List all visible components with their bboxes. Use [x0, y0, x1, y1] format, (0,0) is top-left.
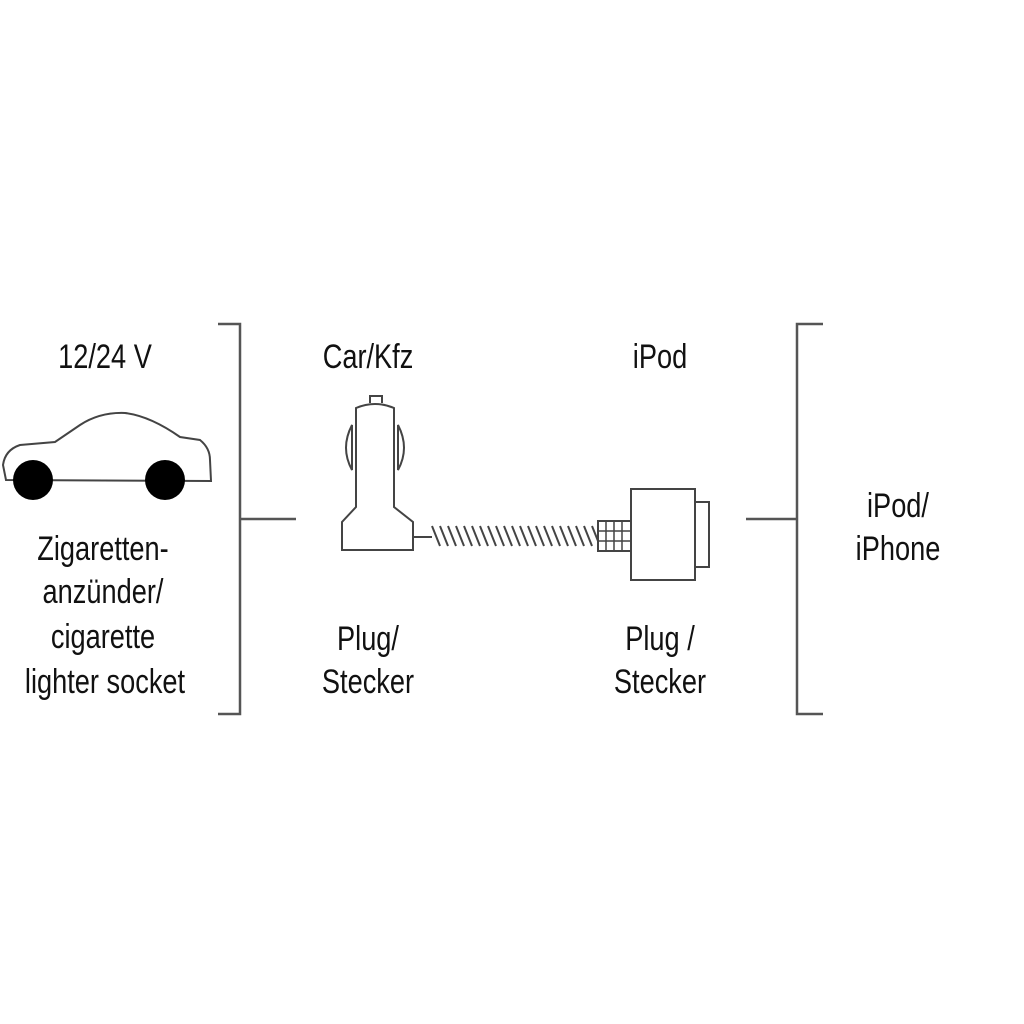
- coil-loop: [471, 525, 481, 547]
- coil-loop: [511, 525, 521, 547]
- socket-label-line: anzünder/: [43, 572, 164, 611]
- ipod-connector-icon: [597, 488, 710, 581]
- coil-loop: [455, 525, 465, 547]
- ipod-plug-label: Stecker: [614, 662, 706, 701]
- socket-label-line: lighter socket: [25, 662, 186, 701]
- coil-loop: [487, 525, 497, 547]
- coil-loop: [463, 525, 473, 547]
- car-plug-label: Stecker: [322, 662, 414, 701]
- coil-loop: [551, 525, 561, 547]
- socket-label-line: Zigaretten-: [37, 529, 168, 568]
- voltage-label: 12/24 V: [58, 337, 152, 376]
- car-plug-title: Car/Kfz: [323, 337, 414, 376]
- ipod-plug-title: iPod: [633, 337, 687, 376]
- device-label: iPhone: [856, 529, 941, 568]
- coil-loop: [575, 525, 585, 547]
- coil-loop: [543, 525, 553, 547]
- coil-loop: [527, 525, 537, 547]
- coiled-cable: [431, 525, 601, 547]
- coil-loop: [479, 525, 489, 547]
- left-bracket: [218, 322, 296, 716]
- device-label: iPod/: [867, 486, 929, 525]
- coil-loop: [431, 525, 441, 547]
- coil-loop: [447, 525, 457, 547]
- coil-loop: [495, 525, 505, 547]
- coil-loop: [583, 525, 593, 547]
- car-plug-label: Plug/: [337, 619, 399, 658]
- ipod-plug-label: Plug /: [625, 619, 695, 658]
- socket-label-line: cigarette: [51, 617, 155, 656]
- coil-loop: [567, 525, 577, 547]
- coil-loop: [503, 525, 513, 547]
- coil-loop: [519, 525, 529, 547]
- coil-loop: [439, 525, 449, 547]
- coil-loop: [559, 525, 569, 547]
- right-bracket: [746, 322, 823, 716]
- car-icon: [1, 411, 213, 500]
- coil-loop: [535, 525, 545, 547]
- car-plug-icon: [341, 395, 432, 551]
